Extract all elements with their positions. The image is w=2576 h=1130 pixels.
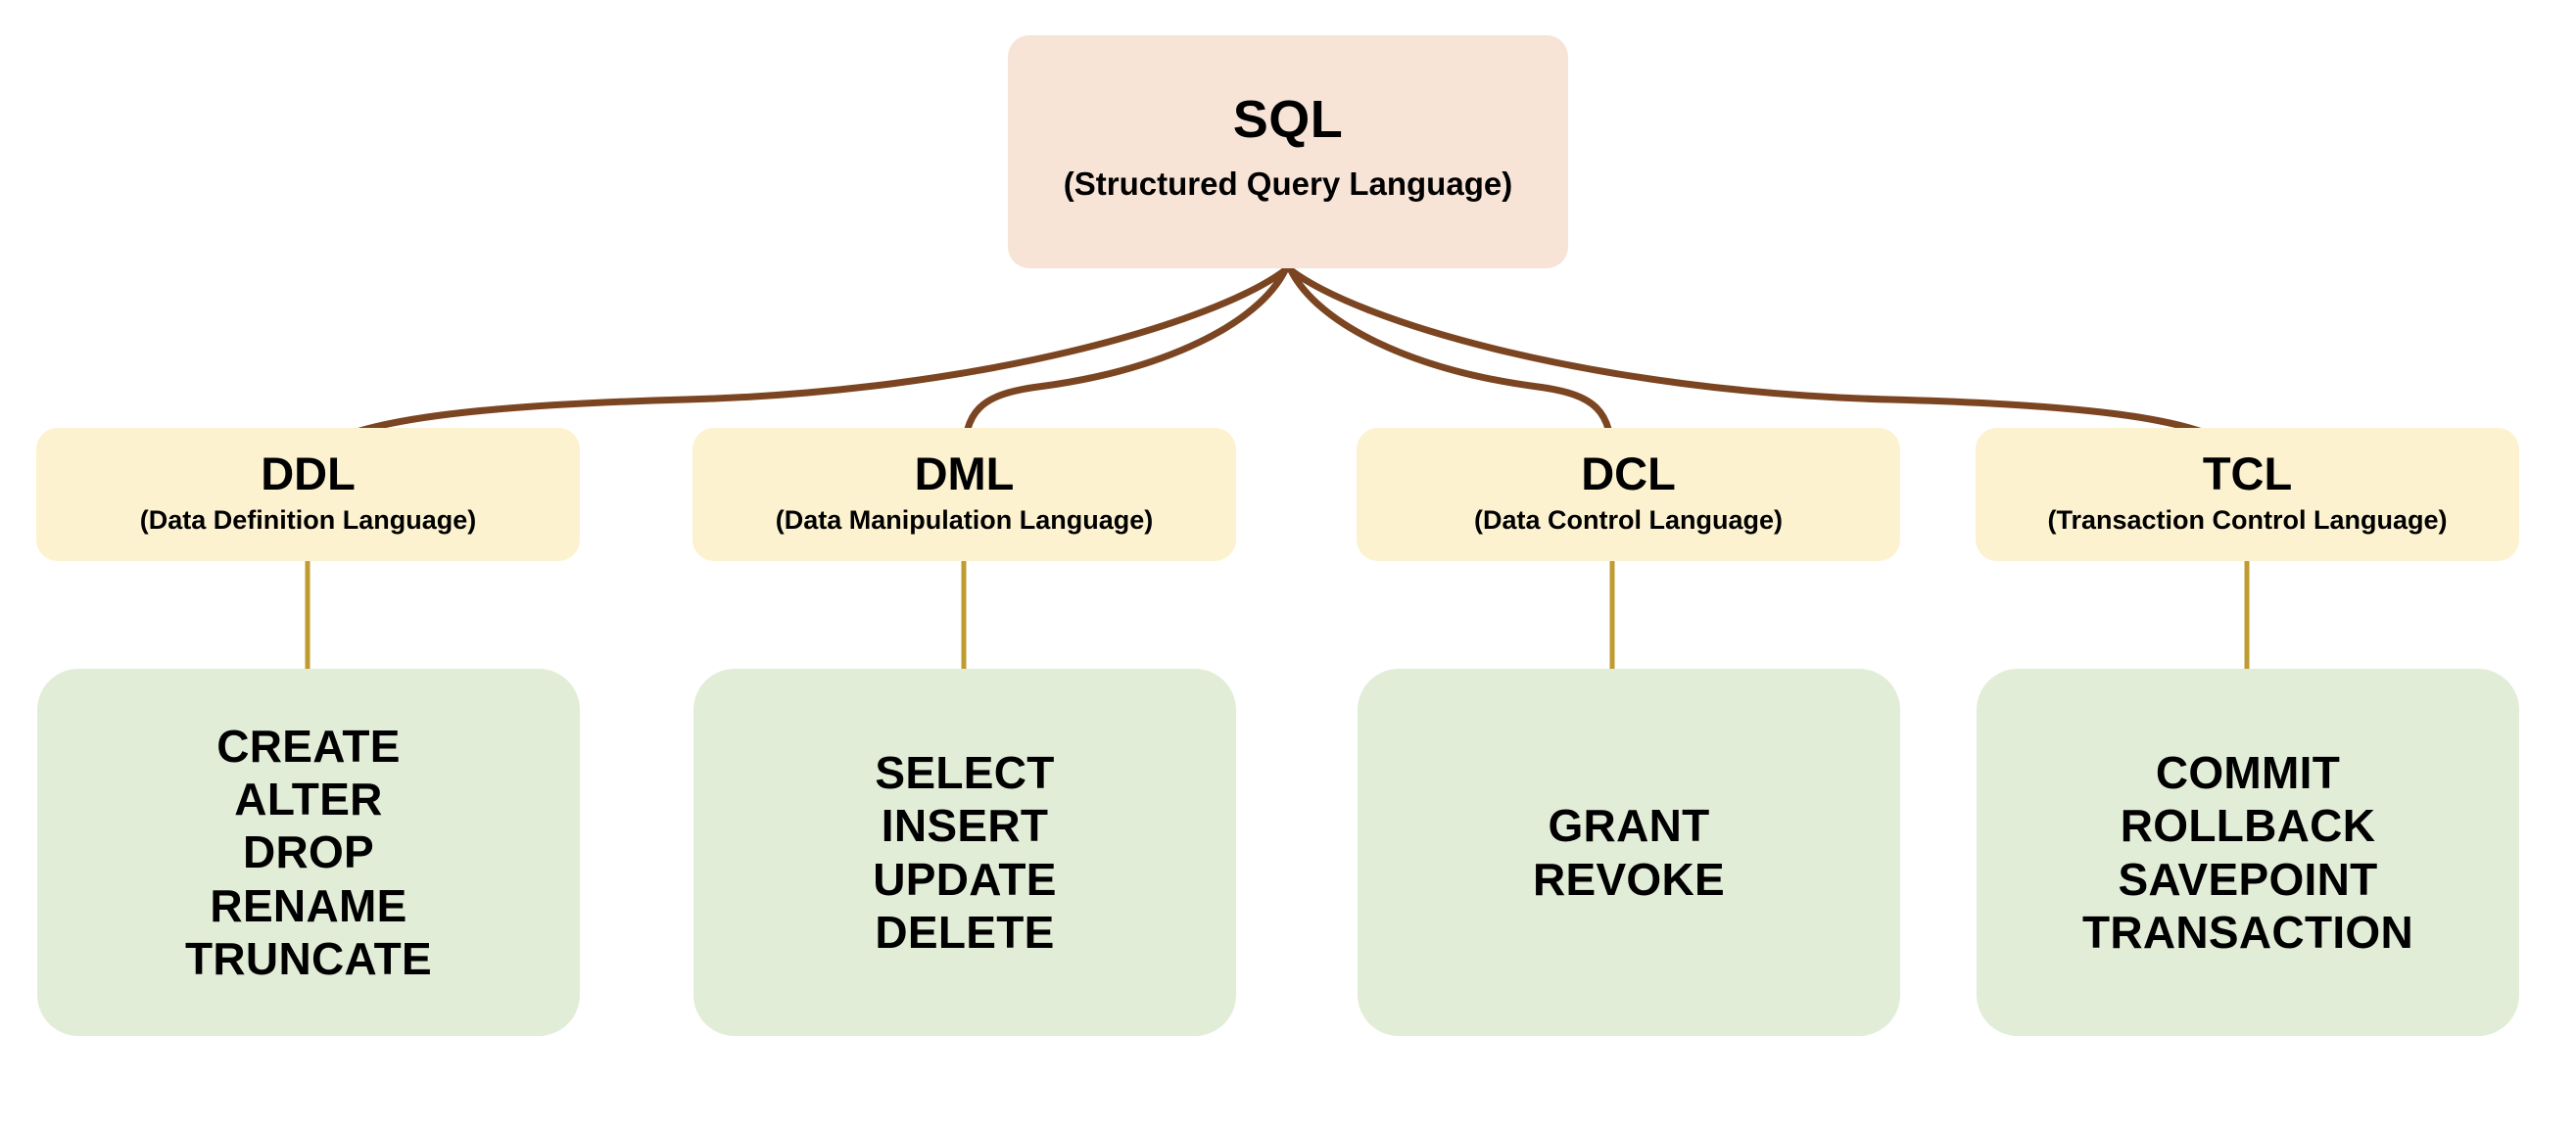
category-abbr-ddl: DDL <box>261 447 356 499</box>
category-abbr-dcl: DCL <box>1581 447 1676 499</box>
node-sql-root: SQL (Structured Query Language) <box>1008 35 1568 268</box>
command-item: TRANSACTION <box>2081 906 2414 958</box>
command-item: DROP <box>242 826 375 878</box>
command-item: CREATE <box>216 720 401 772</box>
command-item: INSERT <box>881 800 1049 852</box>
category-expansion-tcl: (Transaction Control Language) <box>2047 504 2448 535</box>
connector-sql-to-tcl <box>1287 266 2251 464</box>
category-abbr-dml: DML <box>914 447 1015 499</box>
command-item: RENAME <box>210 879 407 931</box>
command-item: TRUNCATE <box>185 932 432 984</box>
command-item: REVOKE <box>1532 853 1726 905</box>
sql-root-expansion: (Structured Query Language) <box>1063 165 1513 203</box>
command-item: COMMIT <box>2155 746 2341 798</box>
connector-sql-to-dcl <box>1287 266 1616 464</box>
command-item: SAVEPOINT <box>2118 853 2378 905</box>
connector-sql-to-ddl <box>304 266 1289 464</box>
node-category-tcl: TCL (Transaction Control Language) <box>1976 428 2519 561</box>
category-expansion-ddl: (Data Definition Language) <box>139 504 477 535</box>
node-category-dcl: DCL (Data Control Language) <box>1357 428 1900 561</box>
node-category-dml: DML (Data Manipulation Language) <box>692 428 1236 561</box>
command-item: ALTER <box>234 774 383 825</box>
command-item: UPDATE <box>873 853 1057 905</box>
node-category-ddl: DDL (Data Definition Language) <box>36 428 580 561</box>
connector-sql-to-dml <box>960 266 1289 464</box>
category-expansion-dcl: (Data Control Language) <box>1474 504 1783 535</box>
command-item: DELETE <box>875 906 1055 958</box>
command-item: SELECT <box>875 746 1055 798</box>
category-expansion-dml: (Data Manipulation Language) <box>775 504 1154 535</box>
command-item: ROLLBACK <box>2120 800 2376 852</box>
command-item: GRANT <box>1548 800 1710 852</box>
category-abbr-tcl: TCL <box>2202 447 2293 499</box>
sql-root-label: SQL <box>1232 90 1344 150</box>
